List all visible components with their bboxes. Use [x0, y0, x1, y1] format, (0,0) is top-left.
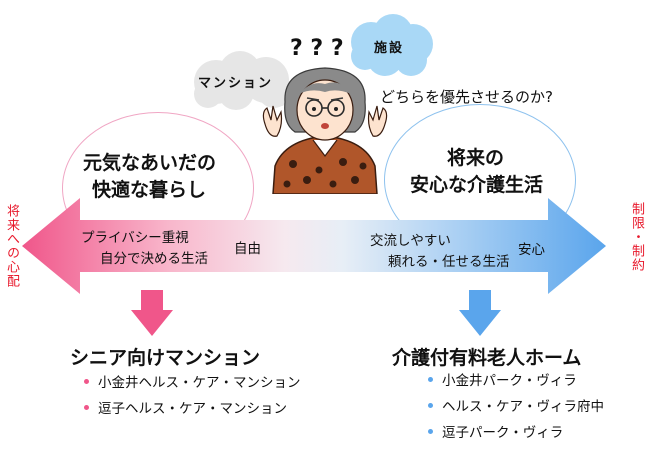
facility-thought-cloud	[351, 14, 433, 76]
right-bubble-line1: 将来の	[447, 147, 505, 169]
left-side-label: 将来への心配	[4, 204, 19, 288]
right-bubble-line2: 安心な介護生活	[410, 174, 544, 196]
right-side-label: 制限・制約	[629, 202, 644, 272]
question-marks: ? ? ?	[290, 36, 344, 61]
arrow-right-line1: 交流しやすい	[370, 233, 451, 249]
left-bubble-line2: 快適な暮らし	[92, 179, 207, 201]
left-bubble-line1: 元気なあいだの	[83, 152, 217, 174]
thought-dots	[271, 95, 284, 106]
left-down-arrow	[131, 290, 173, 336]
question-text: どちらを優先させるのか?	[380, 88, 553, 106]
arrow-left-word: 自由	[234, 241, 261, 257]
arrow-right-line2: 頼れる・任せる生活	[388, 254, 510, 270]
list-item: 小金井パーク・ヴィラ	[428, 368, 604, 394]
senior-mansion-title: シニア向けマンション	[70, 347, 261, 369]
arrow-left-line1: プライバシー重視	[81, 230, 189, 246]
list-item: 逗子ヘルス・ケア・マンション	[84, 396, 301, 422]
facility-cloud-label: 施設	[374, 41, 405, 56]
arrow-right-word: 安心	[518, 242, 545, 258]
senior-mansion-list: 小金井ヘルス・ケア・マンション 逗子ヘルス・ケア・マンション	[84, 370, 301, 422]
nursing-home-title: 介護付有料老人ホーム	[392, 347, 582, 369]
list-item: ヘルス・ケア・ヴィラ府中	[428, 394, 604, 420]
mansion-cloud-label: マンション	[198, 76, 274, 91]
priority-double-arrow	[22, 198, 606, 294]
right-down-arrow	[459, 290, 501, 336]
nursing-home-list: 小金井パーク・ヴィラ ヘルス・ケア・ヴィラ府中 逗子パーク・ヴィラ	[428, 368, 604, 446]
list-item: 逗子パーク・ヴィラ	[428, 420, 604, 446]
arrow-left-line2: 自分で決める生活	[100, 251, 208, 267]
worried-woman-illustration	[262, 67, 388, 194]
mansion-thought-cloud	[194, 51, 290, 110]
list-item: 小金井ヘルス・ケア・マンション	[84, 370, 301, 396]
